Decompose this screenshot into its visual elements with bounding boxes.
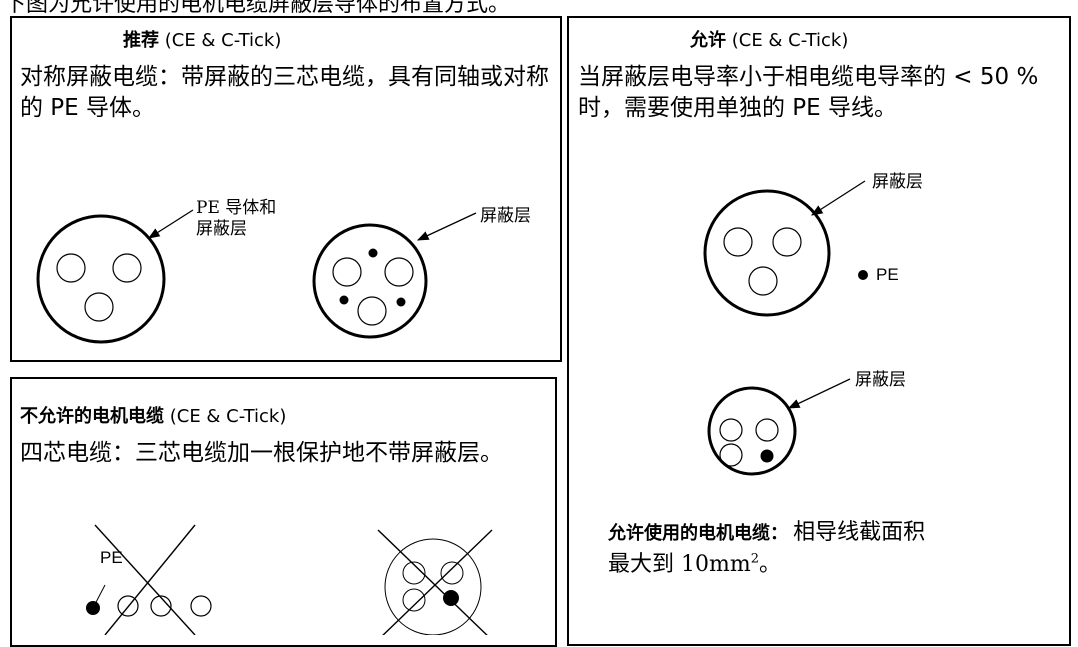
pe-label-line1: PE 导体和 — [196, 198, 277, 218]
four-core-cable-crossed — [86, 524, 212, 635]
allowed-note-end: 。 — [759, 552, 782, 578]
arrow-pe-shield — [148, 209, 194, 239]
separate-pe-dot — [858, 270, 868, 280]
recommended-title: 推荐 (CE & C-Tick) — [123, 30, 282, 51]
allowed-note-text-2: 最大到 10mm — [608, 552, 751, 578]
arrow-shield-recommended — [416, 212, 477, 241]
shield-label-recommended: 屏蔽层 — [480, 206, 531, 226]
allowed-note-text-1: 相导线截面积 — [793, 520, 926, 545]
recommended-description: 对称屏蔽电缆：带屏蔽的三芯电缆，具有同轴或对称的 PE 导体。 — [20, 64, 549, 121]
pe-label-allowed: PE — [876, 265, 899, 284]
allowed-title: 允许 (CE & C-Tick) — [690, 30, 849, 51]
shield-label-allowed-1: 屏蔽层 — [872, 172, 923, 192]
arrow-shield-allowed-1 — [811, 180, 866, 216]
not-allowed-description: 四芯电缆：三芯电缆加一根保护地不带屏蔽层。 — [20, 440, 503, 466]
pe-label-line2: 屏蔽层 — [196, 219, 247, 239]
coaxial-pe-cable — [36, 214, 166, 344]
four-core-sheathed-crossed — [377, 529, 493, 635]
top-caption: 下图为允许使用的电机电缆屏蔽层导体的布置方式。 — [4, 0, 511, 17]
allowed-note-sup: 2 — [750, 552, 759, 567]
shielded-cable-separate-pe — [703, 189, 831, 317]
allowed-description: 当屏蔽层电导率小于相电缆电导率的 < 50 % 时，需要使用单独的 PE 导线。 — [578, 64, 1039, 121]
small-shielded-cable — [707, 386, 797, 476]
arrow-shield-allowed-2 — [787, 378, 851, 409]
symmetric-pe-cable — [312, 223, 428, 339]
recommended-box — [10, 16, 562, 362]
pe-conductor-shield-label: PE 导体和 屏蔽层 — [196, 198, 276, 240]
allowed-note-bold: 允许使用的电机电缆： — [608, 523, 788, 544]
allowed-motor-cable-note: 允许使用的电机电缆： 相导线截面积 最大到 10mm2。 — [608, 520, 1058, 579]
not-allowed-title: 不允许的电机电缆 (CE & C-Tick) — [20, 406, 287, 427]
shield-label-allowed-2: 屏蔽层 — [855, 370, 906, 390]
pe-label-not-allowed: PE — [100, 548, 123, 567]
